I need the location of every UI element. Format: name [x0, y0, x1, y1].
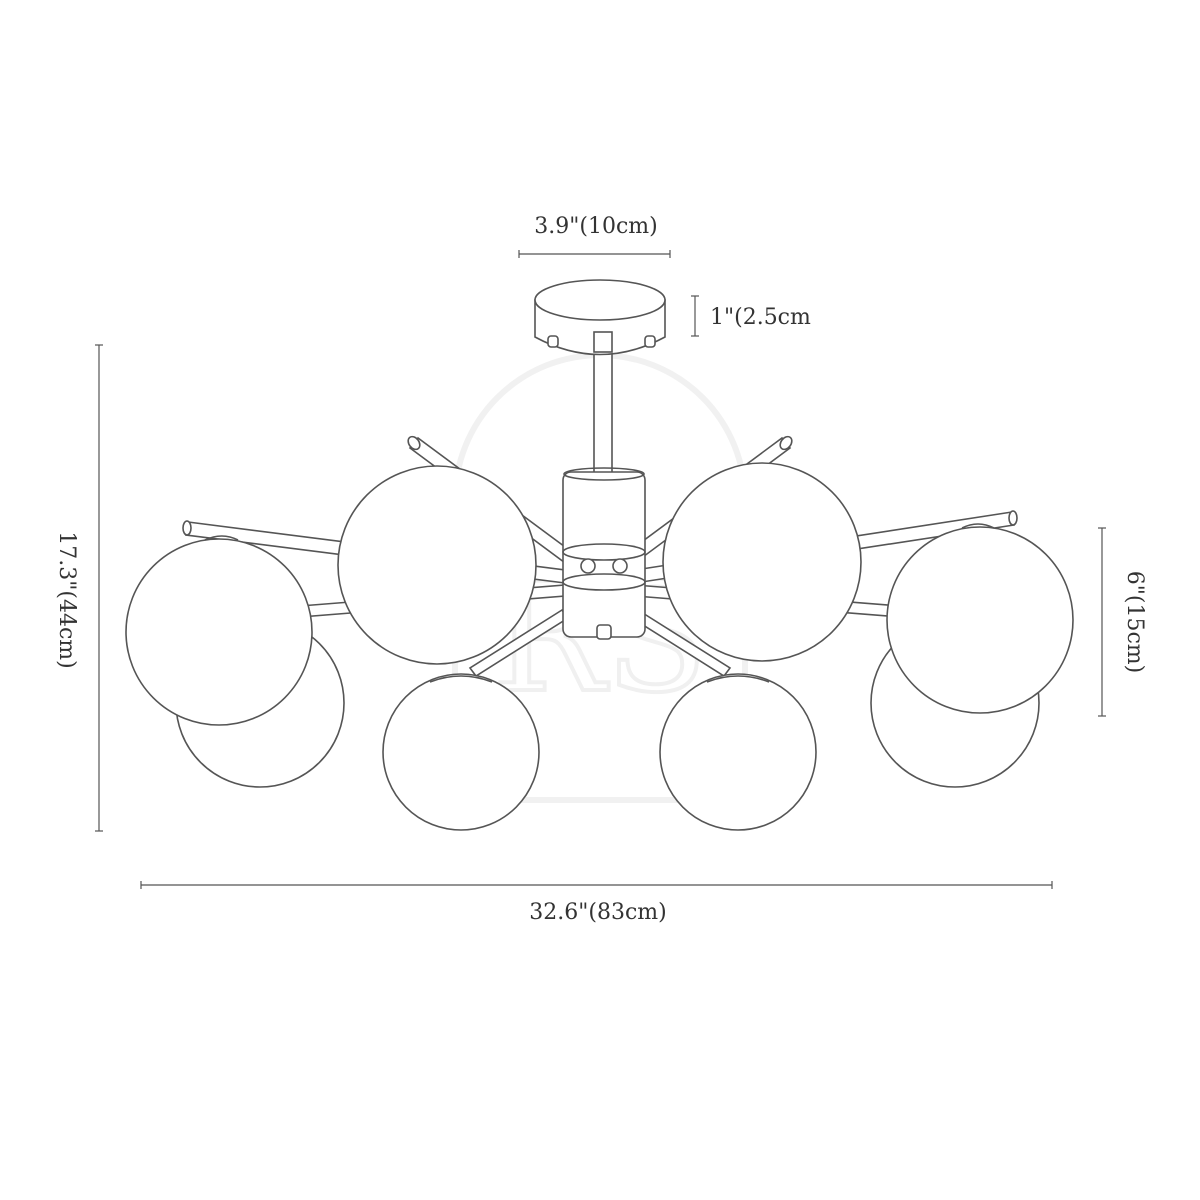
hub-knob-right — [612, 558, 628, 574]
arm-long-left-tip — [182, 520, 192, 536]
upper-inner-right-globe — [662, 462, 862, 662]
label-globe-diameter: 6"(15cm) — [1122, 571, 1147, 673]
upper-inner-left-globe — [337, 465, 537, 665]
downrod-base — [593, 331, 613, 353]
upper-outer-right-globe — [886, 526, 1074, 714]
arm-upper-right-tip — [779, 435, 793, 451]
dimension-lines — [95, 250, 1106, 889]
label-total-width: 32.6"(83cm) — [529, 900, 666, 925]
canopy-screw-left — [547, 335, 559, 348]
center-body — [562, 467, 646, 640]
outer-left-socket — [204, 535, 239, 541]
canopy-top — [534, 279, 666, 321]
lower-right-socket — [706, 675, 770, 683]
hub-knob-left — [580, 558, 596, 574]
label-canopy-height: 1"(2.5cm — [710, 305, 811, 330]
outer-right-socket — [961, 523, 995, 529]
center-cylinder-top — [563, 467, 645, 481]
arm-long-right-tip — [1008, 510, 1018, 526]
lower-globes — [382, 673, 817, 831]
lower-left-socket — [429, 675, 493, 683]
center-hub-bottom — [562, 573, 646, 591]
canopy-assembly — [534, 279, 666, 475]
center-cylinder — [562, 471, 646, 638]
upper-outer-left-globe — [125, 538, 313, 726]
label-total-height: 17.3"(44cm) — [54, 531, 79, 668]
lower-left-globe — [382, 673, 540, 831]
lower-right-globe — [659, 673, 817, 831]
label-canopy-width: 3.9"(10cm) — [534, 214, 657, 239]
upper-globes — [125, 462, 1074, 726]
dimension-labels: 3.9"(10cm) 1"(2.5cm 17.3"(44cm) 6"(15cm)… — [54, 214, 1147, 925]
arm-upper-left-tip — [407, 435, 421, 451]
canopy-screw-right — [644, 335, 656, 348]
center-hub-top — [562, 543, 646, 561]
bottom-finial — [596, 624, 612, 640]
